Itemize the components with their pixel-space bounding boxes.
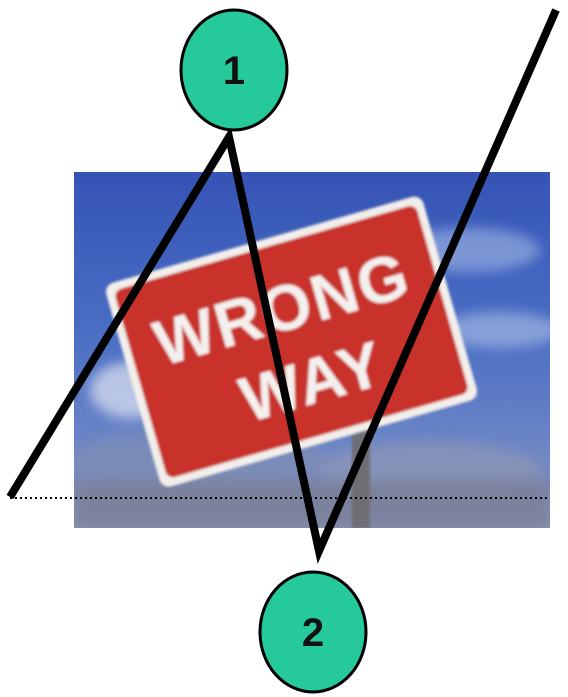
wrong-way-photo: WRONG WAY	[70, 172, 560, 528]
marker-1-label: 1	[223, 49, 245, 93]
marker-2: 2	[260, 572, 366, 692]
marker-1: 1	[181, 10, 287, 130]
marker-2-label: 2	[302, 611, 324, 655]
